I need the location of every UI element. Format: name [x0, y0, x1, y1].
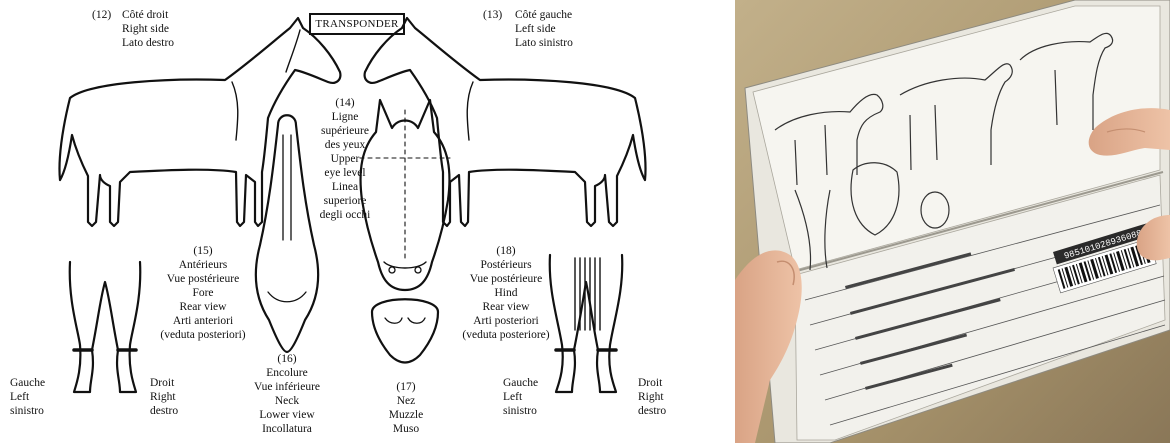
horse-left-side-outline — [365, 18, 646, 226]
left-side-number-label: (13) — [483, 8, 502, 22]
fore-right-label: Droit Right destro — [150, 376, 178, 418]
horse-right-side-outline — [59, 18, 340, 226]
hind-left-label: Gauche Left sinistro — [503, 376, 538, 418]
muzzle-outline — [372, 299, 438, 362]
hind-right-label: Droit Right destro — [638, 376, 666, 418]
right-side-number-label: (12) — [92, 8, 111, 22]
upper-eye-level-label: (14) Ligne supérieure des yeux Upper eye… — [310, 96, 380, 222]
hind-legs-label: (18) Postérieurs Vue postérieure Hind Re… — [450, 244, 562, 342]
fore-left-label: Gauche Left sinistro — [10, 376, 45, 418]
fore-legs-label: (15) Antérieurs Vue postérieure Fore Rea… — [148, 244, 258, 342]
fore-legs-rear-view-outline — [70, 262, 141, 392]
transponder-label: TRANSPONDER — [309, 13, 405, 35]
neck-label: (16) Encolure Vue inférieure Neck Lower … — [235, 352, 339, 436]
horse-identification-diagram: TRANSPONDER (12) Côté droit Right side L… — [0, 0, 705, 443]
right-side-label: Côté droit Right side Lato destro — [122, 8, 174, 50]
left-side-label: Côté gauche Left side Lato sinistro — [515, 8, 573, 50]
passport-photo: 985101028936088 — [735, 0, 1170, 443]
passport-photo-illustration: 985101028936088 — [735, 0, 1170, 443]
muzzle-label: (17) Nez Muzzle Muso — [366, 380, 446, 436]
